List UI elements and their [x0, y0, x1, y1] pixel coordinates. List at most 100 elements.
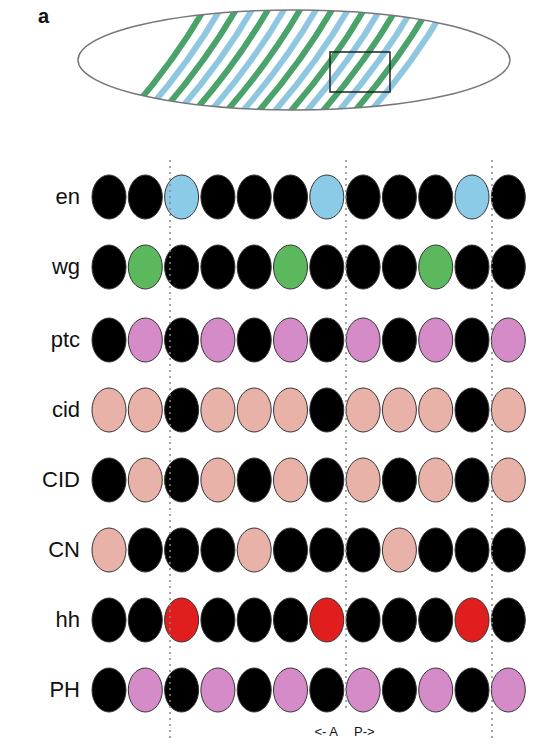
cell: [92, 458, 126, 502]
panel-letter: a: [38, 6, 49, 26]
cell: [455, 528, 489, 572]
gene-label: PH: [49, 679, 80, 701]
cell: [382, 528, 416, 572]
cell: [491, 598, 525, 642]
cell: [346, 458, 380, 502]
cell: [491, 175, 525, 219]
cell: [201, 318, 235, 362]
cell: [237, 388, 271, 432]
boundary-line: [491, 160, 493, 740]
cell: [382, 245, 416, 289]
cell: [237, 318, 271, 362]
cell: [92, 245, 126, 289]
stripe: [370, 8, 445, 112]
cell: [274, 245, 308, 289]
boundary-line: [169, 160, 171, 740]
cell: [274, 528, 308, 572]
cell: [310, 528, 344, 572]
cell: [92, 598, 126, 642]
cell: [346, 318, 380, 362]
cell: [455, 668, 489, 712]
axis-label: <- A: [315, 725, 339, 738]
cell: [128, 528, 162, 572]
cell: [491, 528, 525, 572]
cell: [455, 318, 489, 362]
cell: [92, 528, 126, 572]
cell: [128, 458, 162, 502]
cell: [382, 458, 416, 502]
cell: [201, 458, 235, 502]
cell: [237, 598, 271, 642]
cell: [201, 388, 235, 432]
cell: [382, 388, 416, 432]
cell: [346, 175, 380, 219]
cell: [491, 245, 525, 289]
cell: [382, 598, 416, 642]
axis-label: P->: [354, 725, 375, 738]
cell: [491, 668, 525, 712]
cell: [310, 668, 344, 712]
cell: [310, 458, 344, 502]
cell: [237, 458, 271, 502]
cell: [237, 175, 271, 219]
cell: [128, 388, 162, 432]
cell: [455, 388, 489, 432]
cell: [491, 458, 525, 502]
cell: [382, 175, 416, 219]
cell: [346, 598, 380, 642]
cell: [237, 245, 271, 289]
embryo-outline: [78, 10, 510, 110]
cell: [274, 318, 308, 362]
cell: [310, 175, 344, 219]
cell: [346, 528, 380, 572]
cell: [92, 318, 126, 362]
cell: [491, 388, 525, 432]
cell: [274, 175, 308, 219]
cell: [274, 458, 308, 502]
cell: [382, 318, 416, 362]
cell: [128, 318, 162, 362]
cell: [128, 668, 162, 712]
stripe: [338, 8, 413, 112]
cell: [346, 245, 380, 289]
stripe: [354, 8, 429, 112]
cell: [455, 598, 489, 642]
gene-label: CID: [42, 469, 80, 491]
cell: [310, 388, 344, 432]
cell: [92, 175, 126, 219]
gene-label: en: [56, 186, 80, 208]
gene-label: ptc: [51, 329, 80, 351]
cell: [419, 318, 453, 362]
cell: [201, 528, 235, 572]
cell: [92, 388, 126, 432]
cell: [346, 668, 380, 712]
cell: [274, 668, 308, 712]
cell: [128, 245, 162, 289]
cell: [274, 598, 308, 642]
cell: [237, 668, 271, 712]
embryo-stripes: [130, 8, 445, 112]
cell: [310, 598, 344, 642]
cell: [419, 458, 453, 502]
cell: [382, 668, 416, 712]
cell: [455, 245, 489, 289]
cell: [310, 318, 344, 362]
cell: [346, 388, 380, 432]
cell: [455, 458, 489, 502]
boundary-lines: [170, 160, 492, 740]
cell: [491, 318, 525, 362]
cell: [274, 388, 308, 432]
cell: [128, 175, 162, 219]
cell: [419, 668, 453, 712]
cell: [201, 598, 235, 642]
cell: [419, 175, 453, 219]
boundary-line: [345, 160, 347, 712]
gene-label: hh: [56, 609, 80, 631]
gene-label: cid: [52, 399, 80, 421]
cell: [201, 175, 235, 219]
cell: [201, 668, 235, 712]
cell: [419, 528, 453, 572]
cell: [419, 598, 453, 642]
cell: [128, 598, 162, 642]
